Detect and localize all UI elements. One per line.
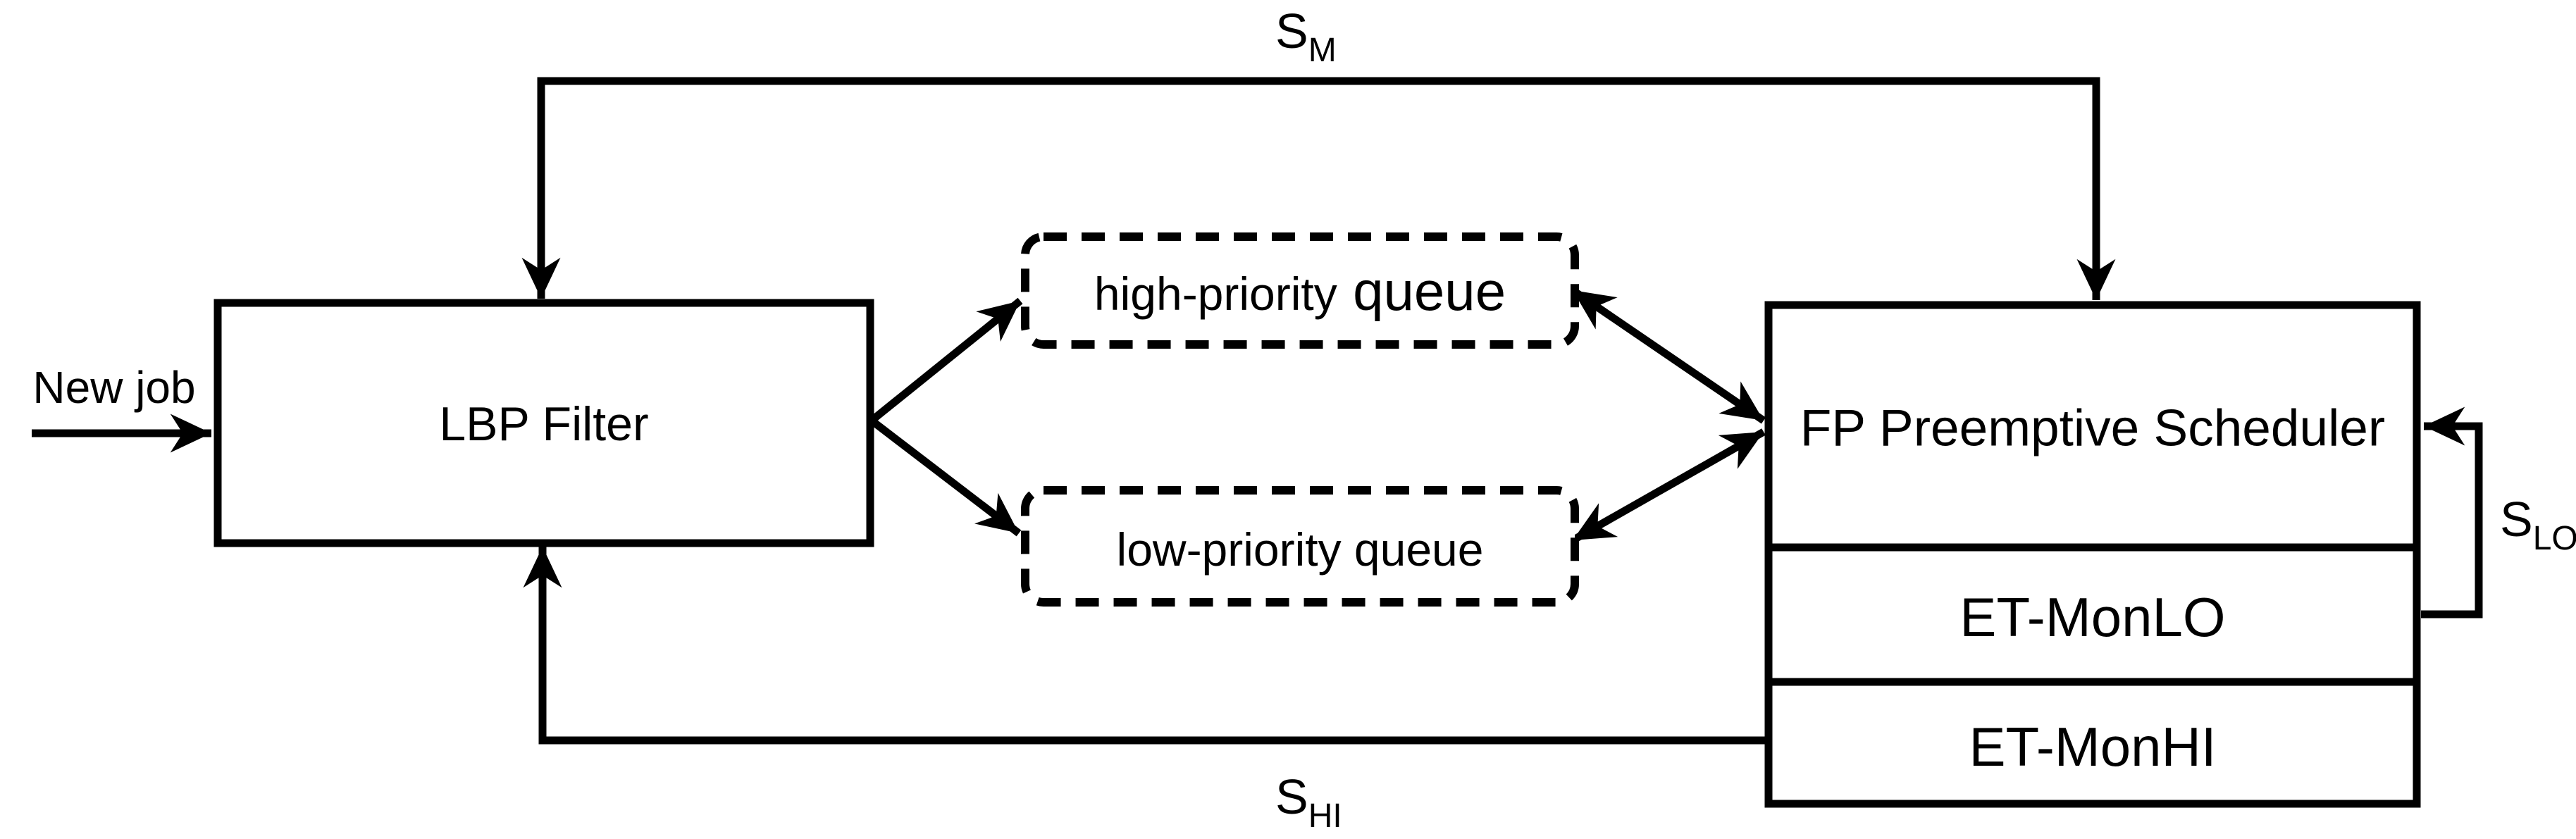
new-job-label: New job: [32, 362, 195, 413]
high-priority-queue-label: high-priority queue: [1094, 260, 1506, 322]
low-priority-queue-box: [1021, 486, 1579, 607]
sm-label: SM: [1275, 4, 1337, 69]
et-mon-lo-label: ET-MonLO: [1959, 586, 2225, 648]
slo-feedback-line: [2421, 406, 2483, 619]
shi-label: SHI: [1275, 769, 1342, 835]
high-priority-queue-box: [1021, 232, 1579, 349]
low-priority-queue-label: low-priority queue: [1117, 523, 1484, 576]
low-queue-scheduler-arrow: [1571, 428, 1766, 544]
slo-label: SLO: [2500, 492, 2576, 557]
shi-feedback-line: [523, 547, 1766, 745]
et-mon-hi-label: ET-MonHI: [1969, 716, 2216, 778]
lbp-filter-label: LBP Filter: [439, 397, 648, 451]
lbp-to-low-queue-arrow: [869, 417, 1022, 537]
fp-scheduler-label: FP Preemptive Scheduler: [1800, 400, 2385, 457]
lbp-filter-box: [213, 299, 874, 547]
sm-feedback-line: [521, 77, 2116, 300]
lbp-to-high-queue-arrow: [869, 297, 1023, 424]
fp-scheduler-box: [1764, 301, 2421, 808]
high-queue-scheduler-arrow: [1570, 287, 1766, 424]
